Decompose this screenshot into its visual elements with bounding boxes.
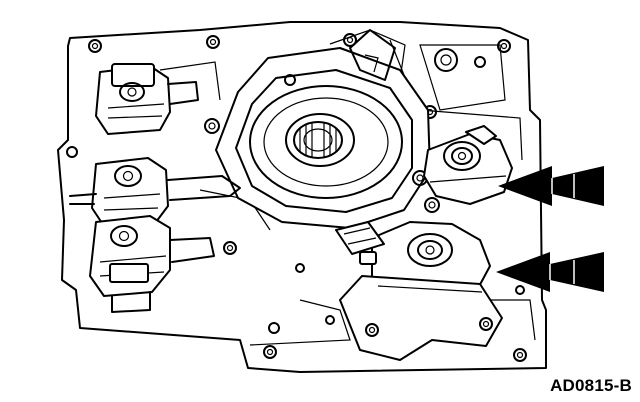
left-solenoid-lower — [89, 215, 215, 313]
arrow-left-icon — [496, 252, 604, 292]
right-solenoid-upper — [423, 125, 513, 205]
right-solenoid-lower — [335, 221, 503, 361]
left-solenoid-upper — [95, 63, 199, 135]
figure-id-label: AD0815-B — [550, 376, 632, 395]
center-housing — [204, 29, 431, 229]
left-solenoid-middle — [69, 157, 241, 227]
arrow-left-icon — [498, 166, 604, 206]
